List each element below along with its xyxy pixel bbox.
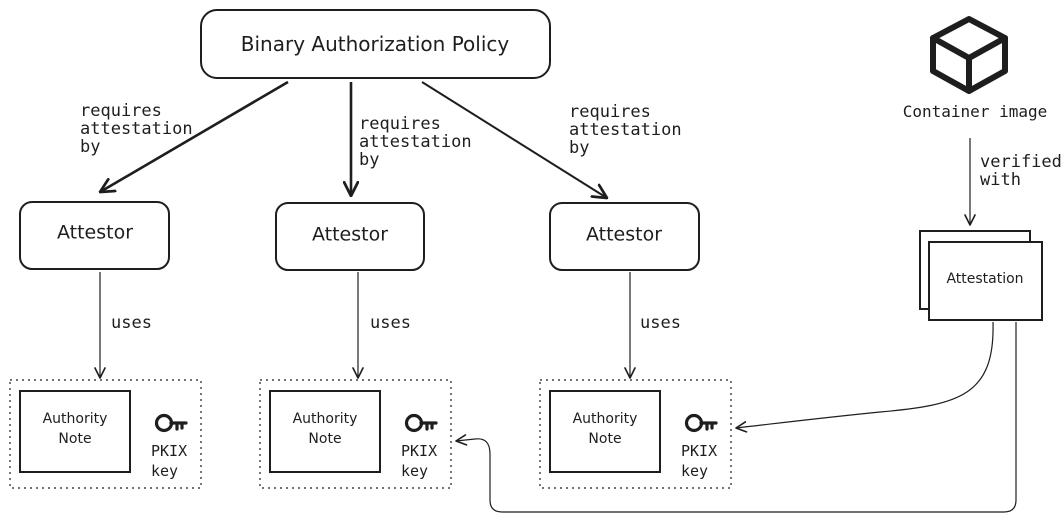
attestor-box-2[interactable] (275, 202, 425, 271)
policy-label: Binary Authorization Policy (240, 32, 510, 56)
authority-note-box-1[interactable] (19, 390, 131, 473)
authority-note-box-2[interactable] (269, 390, 381, 473)
uses-label-2: uses (370, 313, 411, 333)
verified-with-label: verified with (980, 152, 1062, 190)
authority-note-label-1: Authority Note (42, 411, 108, 447)
key-icon (684, 413, 718, 433)
authority-note-label-2: Authority Note (292, 411, 358, 447)
requires-attestation-label-2: requires attestation by (359, 114, 472, 170)
key-icon (404, 413, 438, 433)
attestation-to-group-2-arrow (455, 322, 1017, 513)
pkix-key-label-2: PKIX key (401, 442, 438, 480)
attestor-label-3: Attestor (585, 223, 663, 246)
key-icon (154, 413, 188, 433)
policy-box[interactable] (200, 9, 551, 79)
attestor-label-1: Attestor (56, 221, 134, 244)
cube-icon (930, 16, 1008, 94)
authority-note-label-3: Authority Note (572, 411, 638, 447)
pkix-key-label-1: PKIX key (151, 442, 188, 480)
policy-to-attestor-3-arrow (421, 81, 607, 198)
attestation-to-note-3-arrow (735, 321, 994, 433)
attestor-box-1[interactable] (19, 201, 170, 270)
uses-label-3: uses (640, 313, 681, 333)
attestor-label-2: Attestor (311, 223, 389, 246)
requires-attestation-label-1: requires attestation by (80, 101, 193, 157)
authority-note-box-3[interactable] (549, 390, 661, 473)
policy-to-attestor-1-arrow (100, 80, 289, 192)
attestor-box-3[interactable] (549, 202, 700, 271)
pkix-key-label-3: PKIX key (681, 442, 718, 480)
requires-attestation-label-3: requires attestation by (569, 102, 682, 158)
container-image-label: Container image (902, 102, 1048, 121)
attestation-label: Attestation (946, 271, 1024, 287)
uses-label-1: uses (111, 313, 152, 333)
attestation-box[interactable] (928, 241, 1043, 321)
